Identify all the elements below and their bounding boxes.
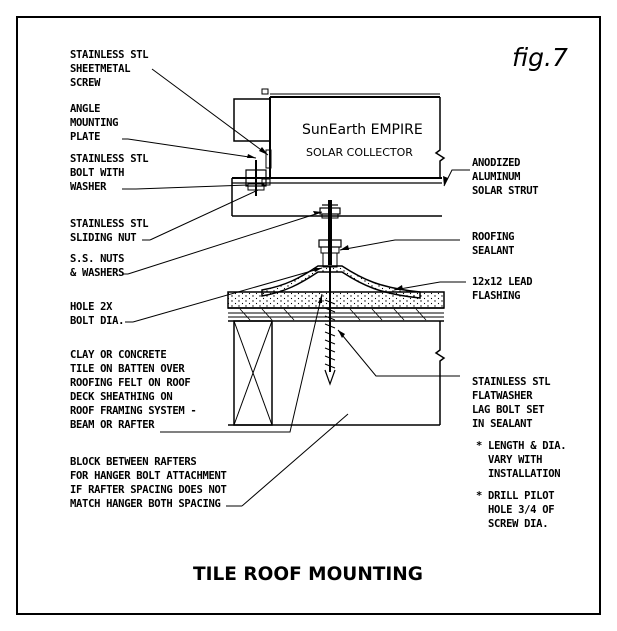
svg-text:SLIDING NUT: SLIDING NUT (70, 232, 136, 244)
label-nuts-washers: S.S. NUTS & WASHERS (70, 253, 125, 279)
label-solar-strut: ANODIZED ALUMINUM SOLAR STRUT (472, 157, 539, 197)
svg-text:WASHER: WASHER (70, 181, 107, 193)
collector-subtitle: SOLAR COLLECTOR (306, 146, 413, 159)
svg-text:BOLT DIA.: BOLT DIA. (70, 315, 124, 327)
note-length-diameter: * LENGTH & DIA. VARY WITH INSTALLATION (476, 440, 567, 480)
svg-text:HOLE 2X: HOLE 2X (70, 301, 113, 313)
svg-text:IN SEALANT: IN SEALANT (472, 418, 532, 430)
hanger-bolt (318, 200, 342, 386)
label-roofing-sealant: ROOFING SEALANT (472, 231, 514, 257)
svg-text:ROOFING: ROOFING (472, 231, 514, 243)
svg-text:SHEETMETAL: SHEETMETAL (70, 63, 130, 75)
svg-text:CLAY OR CONCRETE: CLAY OR CONCRETE (70, 349, 166, 361)
svg-text:LAG BOLT SET: LAG BOLT SET (472, 404, 544, 416)
svg-text:MOUNTING: MOUNTING (70, 117, 118, 129)
svg-text:INSTALLATION: INSTALLATION (488, 468, 560, 480)
roof-deck (227, 291, 446, 425)
label-tile-roof: CLAY OR CONCRETE TILE ON BATTEN OVER ROO… (70, 349, 197, 431)
svg-text:PLATE: PLATE (70, 131, 100, 143)
solar-collector (233, 88, 446, 178)
svg-text:STAINLESS STL: STAINLESS STL (70, 218, 148, 230)
note-drill-pilot: * DRILL PILOT HOLE 3/4 OF SCREW DIA. (476, 490, 555, 530)
label-bolt-washer: STAINLESS STL BOLT WITH WASHER (70, 153, 149, 193)
label-sheetmetal-screw: STAINLESS STL SHEETMETAL SCREW (70, 49, 149, 89)
label-lead-flashing: 12x12 LEAD FLASHING (472, 276, 533, 302)
svg-text:VARY WITH: VARY WITH (488, 454, 542, 466)
outer-border (16, 16, 601, 615)
label-sliding-nut: STAINLESS STL SLIDING NUT (70, 218, 149, 244)
svg-text:SEALANT: SEALANT (472, 245, 514, 257)
svg-text:FLASHING: FLASHING (472, 290, 520, 302)
svg-text:FLATWASHER: FLATWASHER (472, 390, 533, 402)
svg-text:DECK SHEATHING ON: DECK SHEATHING ON (70, 391, 172, 403)
svg-text:MATCH HANGER BOTH SPACING: MATCH HANGER BOTH SPACING (70, 498, 221, 510)
leader-lines (127, 68, 470, 507)
svg-text:* DRILL PILOT: * DRILL PILOT (476, 490, 554, 502)
solar-strut (231, 149, 442, 217)
label-leader-stubs (122, 138, 242, 507)
svg-text:ANODIZED: ANODIZED (472, 157, 520, 169)
svg-text:BOLT WITH: BOLT WITH (70, 167, 124, 179)
collector-name: SunEarth EMPIRE (302, 122, 423, 138)
label-hole: HOLE 2X BOLT DIA. (70, 301, 125, 327)
svg-text:TILE ON BATTEN OVER: TILE ON BATTEN OVER (70, 363, 185, 375)
svg-text:ANGLE: ANGLE (70, 103, 100, 115)
svg-text:STAINLESS STL: STAINLESS STL (70, 49, 148, 61)
svg-text:ROOFING FELT ON ROOF: ROOFING FELT ON ROOF (70, 377, 190, 389)
diagram-title: TILE ROOF MOUNTING (193, 564, 423, 585)
rafter-block (228, 320, 440, 426)
label-angle-plate: ANGLE MOUNTING PLATE (70, 103, 118, 143)
svg-text:ROOF FRAMING SYSTEM -: ROOF FRAMING SYSTEM - (70, 405, 196, 417)
svg-text:FOR HANGER BOLT ATTACHMENT: FOR HANGER BOLT ATTACHMENT (70, 470, 227, 482)
svg-text:SCREW DIA.: SCREW DIA. (488, 518, 548, 530)
svg-text:SCREW: SCREW (70, 77, 101, 89)
svg-text:BEAM OR RAFTER: BEAM OR RAFTER (70, 419, 155, 431)
svg-text:12x12 LEAD: 12x12 LEAD (472, 276, 532, 288)
figure-label: fig.7 (512, 43, 568, 72)
svg-text:S.S. NUTS: S.S. NUTS (70, 253, 124, 265)
svg-text:STAINLESS STL: STAINLESS STL (472, 376, 550, 388)
svg-text:BLOCK BETWEEN RAFTERS: BLOCK BETWEEN RAFTERS (70, 456, 196, 468)
svg-text:& WASHERS: & WASHERS (70, 267, 124, 279)
svg-text:ALUMINUM: ALUMINUM (472, 171, 520, 183)
svg-text:IF RAFTER SPACING DOES NOT: IF RAFTER SPACING DOES NOT (70, 484, 227, 496)
svg-text:* LENGTH & DIA.: * LENGTH & DIA. (476, 440, 566, 452)
label-lag-bolt: STAINLESS STL FLATWASHER LAG BOLT SET IN… (472, 376, 551, 430)
svg-text:HOLE 3/4 OF: HOLE 3/4 OF (488, 504, 554, 516)
label-rafter-block: BLOCK BETWEEN RAFTERS FOR HANGER BOLT AT… (70, 456, 227, 510)
leader-arrowheads (247, 147, 448, 338)
svg-text:STAINLESS STL: STAINLESS STL (70, 153, 148, 165)
svg-text:SOLAR STRUT: SOLAR STRUT (472, 185, 538, 197)
